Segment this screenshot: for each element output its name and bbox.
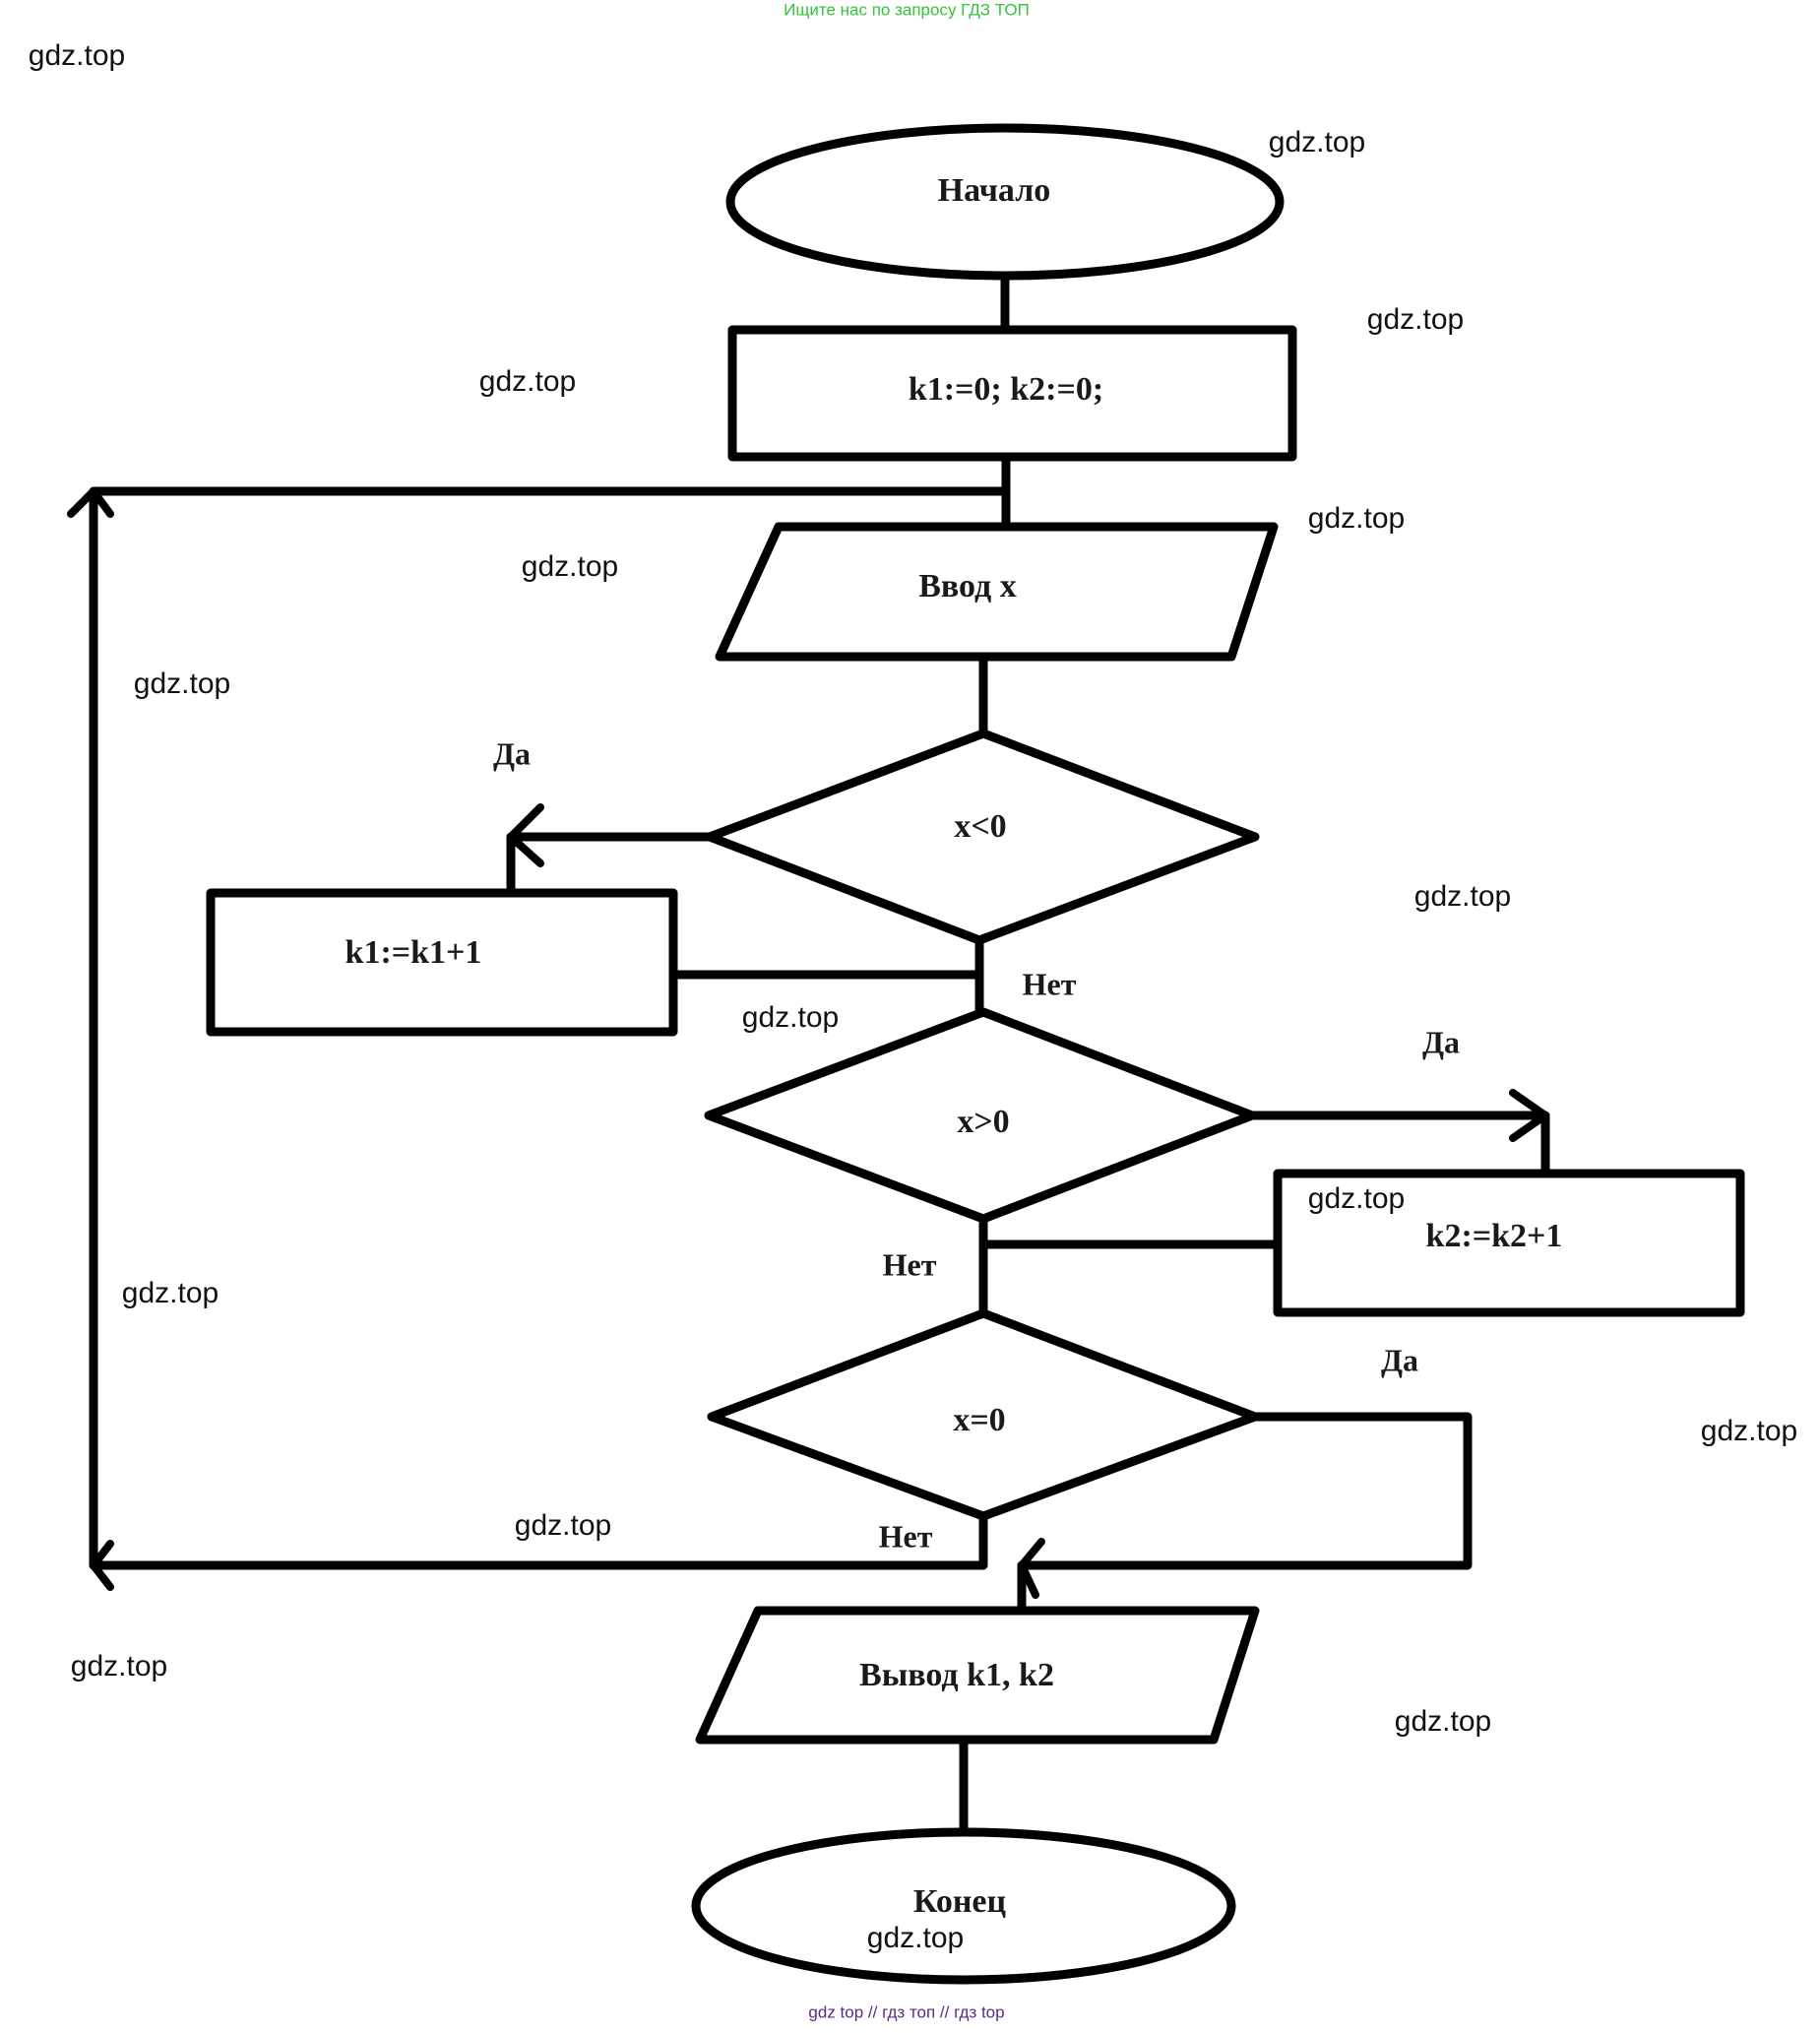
watermark: gdz.top [742,1001,839,1034]
branch-yes-2: Да [1422,1024,1460,1059]
action-1-process [206,888,678,1037]
connector-cond3-no [89,1511,988,1570]
branch-no-3: Нет [879,1518,933,1554]
branch-yes-1: Да [493,735,531,771]
connector-cond2-yes [1247,1111,1550,1178]
start-terminal [725,123,1285,281]
watermark: gdz.top [1414,880,1511,913]
watermark: gdz.top [122,1277,219,1309]
branch-yes-3: Да [1381,1342,1418,1377]
init-label: k1:=0; k2:=0; [909,371,1103,408]
input-label: Ввод x [918,568,1017,604]
footer-links[interactable]: gdz top // гдз топ // гдз top [808,2002,1004,2021]
watermark: gdz.top [479,365,576,398]
input-block [715,522,1279,662]
action-2-process [1273,1169,1745,1317]
watermark: gdz.top [522,550,618,583]
watermark: gdz.top [1367,303,1464,336]
output-block [695,1606,1260,1745]
watermark: gdz.top [867,1922,964,1954]
decision-3 [707,1308,1260,1521]
decision-1 [705,729,1260,945]
arrowhead-left-icon [507,803,544,867]
arrowhead-left-icon [90,1540,114,1591]
end-label: Конец [913,1883,1007,1920]
watermark: gdz.top [71,1650,167,1683]
connector-cond3-yes [1017,1412,1473,1570]
watermark: gdz.top [1395,1705,1491,1738]
watermark: gdz.top [29,39,125,72]
end-terminal [691,1827,1236,1985]
watermark: gdz.top [1308,502,1405,535]
start-label: Начало [938,172,1051,209]
arrowhead-up-icon [67,487,114,518]
watermark: gdz.top [1269,126,1365,159]
action-2-label: k2:=k2+1 [1426,1218,1563,1254]
branch-no-2: Нет [883,1246,937,1282]
decision-2-label: x>0 [957,1104,1009,1140]
decision-3-label: x=0 [953,1402,1005,1438]
decision-1-label: x<0 [954,808,1006,845]
branch-no-1: Нет [1023,966,1077,1001]
init-process [727,325,1297,462]
watermark: gdz.top [134,667,230,700]
watermark: gdz.top [1701,1415,1797,1447]
search-hint: Ищите нас по запросу ГДЗ ТОП [784,0,1030,19]
arrowhead-left-icon [1018,1538,1045,1599]
watermark: gdz.top [515,1509,611,1542]
watermark: gdz.top [1308,1182,1405,1215]
watermarks: gdz.top gdz.top gdz.top gdz.top gdz.top … [29,39,1797,1954]
decision-2 [704,1007,1257,1224]
arrowhead-right-icon [1509,1089,1549,1142]
action-1-label: k1:=k1+1 [345,934,482,971]
output-label: Вывод k1, k2 [859,1657,1054,1693]
